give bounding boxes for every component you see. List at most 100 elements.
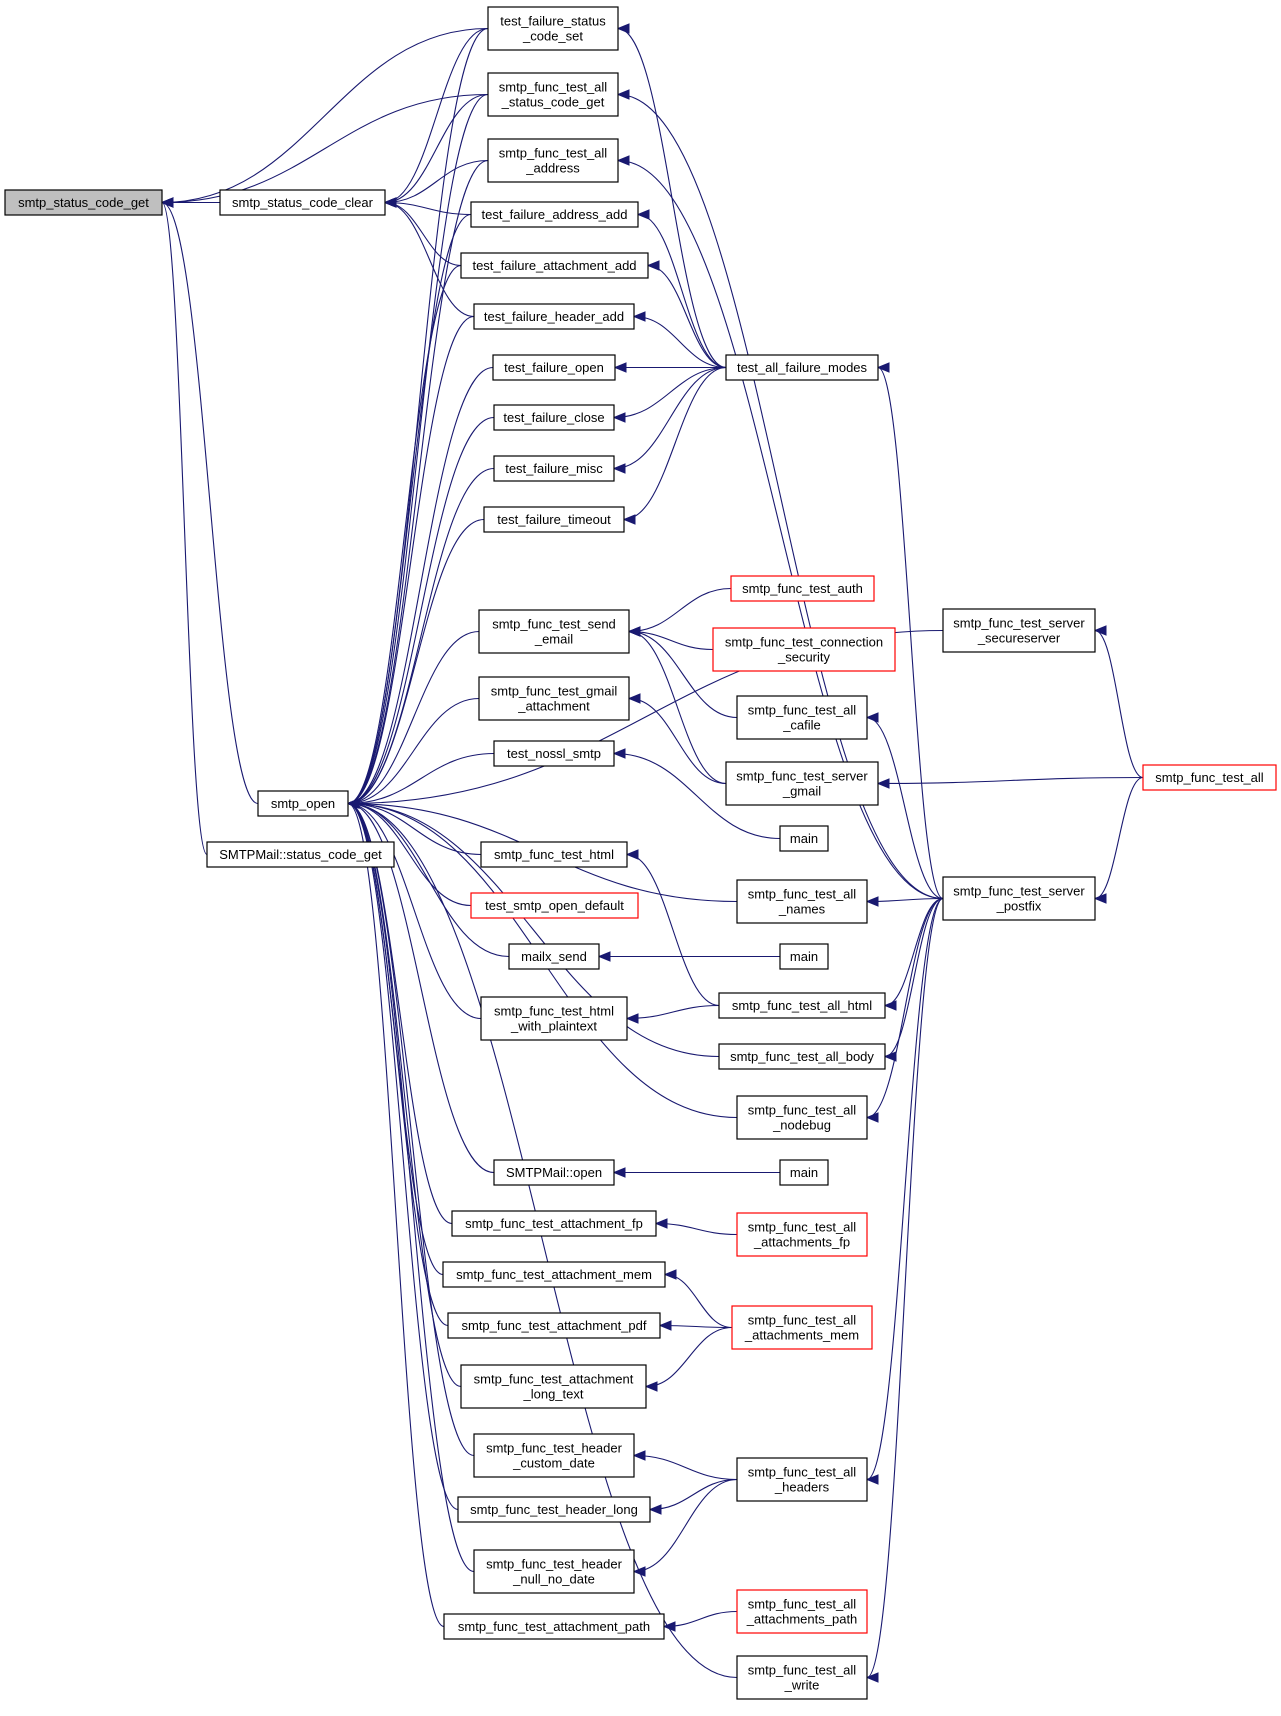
node-test-failure-status-code-set[interactable]: test_failure_status_code_set <box>487 6 619 51</box>
node-box[interactable] <box>731 1305 873 1350</box>
node-box[interactable] <box>736 1457 868 1502</box>
node-smtp-func-test-all-attachments-mem[interactable]: smtp_func_test_all_attachments_mem <box>731 1305 873 1350</box>
node-box[interactable] <box>736 1212 868 1257</box>
node-test-failure-misc[interactable]: test_failure_misc <box>493 455 615 482</box>
node-smtp-func-test-server-postfix[interactable]: smtp_func_test_server_postfix <box>942 876 1096 921</box>
node-test-failure-timeout[interactable]: test_failure_timeout <box>483 506 625 533</box>
node-smtp-func-test-all-nodebug[interactable]: smtp_func_test_all_nodebug <box>736 1095 868 1140</box>
node-box[interactable] <box>480 996 628 1041</box>
node-box[interactable] <box>473 303 635 330</box>
node-box[interactable] <box>493 740 615 767</box>
node-test-smtp-open-default[interactable]: test_smtp_open_default <box>470 892 639 919</box>
node-box[interactable] <box>478 676 630 721</box>
node-main-3[interactable]: main <box>779 1159 829 1186</box>
node-test-failure-address-add[interactable]: test_failure_address_add <box>470 201 639 228</box>
node-box[interactable] <box>779 1159 829 1186</box>
node-main-1[interactable]: main <box>779 825 829 852</box>
node-smtp-func-test-all-names[interactable]: smtp_func_test_all_names <box>736 879 868 924</box>
node-smtp-status-code-get[interactable]: smtp_status_code_get <box>4 189 163 216</box>
node-box[interactable] <box>736 879 868 924</box>
node-smtp-func-test-attachment-mem[interactable]: smtp_func_test_attachment_mem <box>442 1261 666 1288</box>
node-test-failure-open[interactable]: test_failure_open <box>492 354 616 381</box>
node-smtp-func-test-auth[interactable]: smtp_func_test_auth <box>730 575 875 602</box>
node-test-failure-header-add[interactable]: test_failure_header_add <box>473 303 635 330</box>
node-box[interactable] <box>451 1210 657 1237</box>
node-smtp-func-test-attachment-path[interactable]: smtp_func_test_attachment_path <box>443 1613 665 1640</box>
node-smtp-func-test-all-body[interactable]: smtp_func_test_all_body <box>718 1043 886 1070</box>
node-box[interactable] <box>736 1589 868 1634</box>
node-smtp-func-test-attachment-fp[interactable]: smtp_func_test_attachment_fp <box>451 1210 657 1237</box>
node-box[interactable] <box>1142 764 1277 791</box>
node-smtp-func-test-server-gmail[interactable]: smtp_func_test_server_gmail <box>725 761 879 806</box>
node-box[interactable] <box>779 943 829 970</box>
node-box[interactable] <box>470 201 639 228</box>
node-smtp-open[interactable]: smtp_open <box>257 790 349 817</box>
node-smtp-func-test-html[interactable]: smtp_func_test_html <box>480 841 628 868</box>
node-smtp-func-test-attachment-long-text[interactable]: smtp_func_test_attachment_long_text <box>460 1364 647 1409</box>
node-smtp-func-test-gmail-attachment[interactable]: smtp_func_test_gmail_attachment <box>478 676 630 721</box>
node-box[interactable] <box>480 841 628 868</box>
node-box[interactable] <box>483 506 625 533</box>
node-smtp-func-test-all[interactable]: smtp_func_test_all <box>1142 764 1277 791</box>
node-box[interactable] <box>718 1043 886 1070</box>
node-test-nossl-smtp[interactable]: test_nossl_smtp <box>493 740 615 767</box>
node-box[interactable] <box>730 575 875 602</box>
node-box[interactable] <box>4 189 163 216</box>
node-smtp-func-test-attachment-pdf[interactable]: smtp_func_test_attachment_pdf <box>447 1312 661 1339</box>
node-main-2[interactable]: main <box>779 943 829 970</box>
node-smtp-func-test-all-address[interactable]: smtp_func_test_all_address <box>487 138 619 183</box>
node-box[interactable] <box>712 627 896 672</box>
node-box[interactable] <box>718 992 886 1019</box>
node-smtp-func-test-send-email[interactable]: smtp_func_test_send_email <box>478 609 630 654</box>
node-box[interactable] <box>508 943 600 970</box>
node-smtp-func-test-header-null-no-date[interactable]: smtp_func_test_header_null_no_date <box>473 1549 635 1594</box>
node-box[interactable] <box>487 138 619 183</box>
node-smtp-status-code-clear[interactable]: smtp_status_code_clear <box>219 189 386 216</box>
node-test-failure-attachment-add[interactable]: test_failure_attachment_add <box>460 252 649 279</box>
node-box[interactable] <box>942 608 1096 653</box>
node-box[interactable] <box>736 1655 868 1700</box>
node-box[interactable] <box>493 455 615 482</box>
node-smtp-func-test-all-attachments-path[interactable]: smtp_func_test_all_attachments_path <box>736 1589 868 1634</box>
node-box[interactable] <box>492 354 616 381</box>
node-box[interactable] <box>442 1261 666 1288</box>
node-smtp-func-test-connection-security[interactable]: smtp_func_test_connection_security <box>712 627 896 672</box>
node-box[interactable] <box>473 1549 635 1594</box>
node-smtp-func-test-all-cafile[interactable]: smtp_func_test_all_cafile <box>736 695 868 740</box>
node-smtp-func-test-all-html[interactable]: smtp_func_test_all_html <box>718 992 886 1019</box>
node-box[interactable] <box>443 1613 665 1640</box>
node-box[interactable] <box>478 609 630 654</box>
node-box[interactable] <box>219 189 386 216</box>
node-box[interactable] <box>470 892 639 919</box>
node-box[interactable] <box>779 825 829 852</box>
node-smtpmail-status-code-get[interactable]: SMTPMail::status_code_get <box>206 841 395 868</box>
node-box[interactable] <box>725 761 879 806</box>
node-box[interactable] <box>725 354 879 381</box>
node-box[interactable] <box>473 1433 635 1478</box>
node-box[interactable] <box>493 404 615 431</box>
node-box[interactable] <box>493 1159 615 1186</box>
node-smtp-func-test-header-long[interactable]: smtp_func_test_header_long <box>457 1496 651 1523</box>
node-test-all-failure-modes[interactable]: test_all_failure_modes <box>725 354 879 381</box>
node-mailx-send[interactable]: mailx_send <box>508 943 600 970</box>
node-smtp-func-test-all-attachments-fp[interactable]: smtp_func_test_all_attachments_fp <box>736 1212 868 1257</box>
node-box[interactable] <box>447 1312 661 1339</box>
node-box[interactable] <box>460 1364 647 1409</box>
node-box[interactable] <box>460 252 649 279</box>
node-box[interactable] <box>942 876 1096 921</box>
node-box[interactable] <box>457 1496 651 1523</box>
node-box[interactable] <box>257 790 349 817</box>
node-smtp-func-test-server-secureserver[interactable]: smtp_func_test_server_secureserver <box>942 608 1096 653</box>
node-box[interactable] <box>736 695 868 740</box>
node-test-failure-close[interactable]: test_failure_close <box>493 404 615 431</box>
node-smtp-func-test-header-custom-date[interactable]: smtp_func_test_header_custom_date <box>473 1433 635 1478</box>
node-box[interactable] <box>206 841 395 868</box>
node-box[interactable] <box>487 72 619 117</box>
node-smtpmail-open[interactable]: SMTPMail::open <box>493 1159 615 1186</box>
node-smtp-func-test-all-status-code-get[interactable]: smtp_func_test_all_status_code_get <box>487 72 619 117</box>
node-box[interactable] <box>487 6 619 51</box>
node-box[interactable] <box>736 1095 868 1140</box>
node-smtp-func-test-all-headers[interactable]: smtp_func_test_all_headers <box>736 1457 868 1502</box>
node-smtp-func-test-all-write[interactable]: smtp_func_test_all_write <box>736 1655 868 1700</box>
node-smtp-func-test-html-with-plaintext[interactable]: smtp_func_test_html_with_plaintext <box>480 996 628 1041</box>
